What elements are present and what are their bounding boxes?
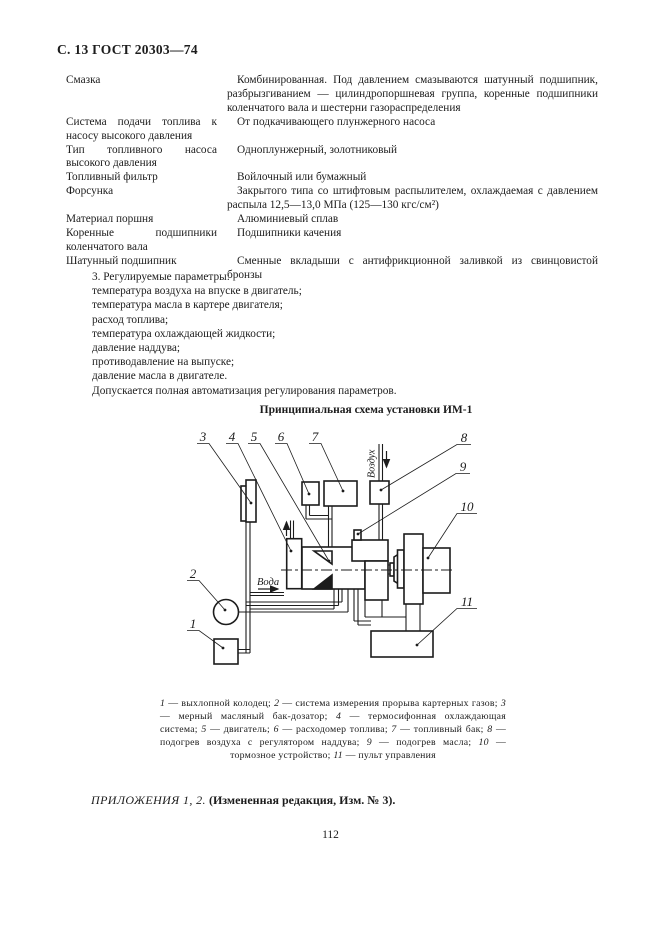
list-item: давление масла в двигателе. xyxy=(92,370,228,383)
air-label: Воздух xyxy=(367,449,378,478)
callout-1: 1 xyxy=(190,616,197,631)
spec-label: Форсунка xyxy=(66,185,114,198)
table-row: Шатунный подшипник Сменные вкладыши с ан… xyxy=(66,255,598,283)
engine-rear xyxy=(364,560,389,601)
spec-label: Система подачи топлива к насосу высокого… xyxy=(66,115,217,142)
caption-text: — топливный бак; xyxy=(396,723,488,735)
caption-text: — тормозное устройство; xyxy=(230,736,507,761)
caption-number: 6 xyxy=(273,723,279,735)
callout-11: 11 xyxy=(461,594,473,609)
callout-3: 3 xyxy=(199,429,207,444)
callout-5: 5 xyxy=(251,429,258,444)
air-heater-block xyxy=(369,480,390,505)
spec-label: Материал поршня xyxy=(66,213,154,226)
spec-value: Сменные вкладыши с антифрикционной залив… xyxy=(227,254,598,281)
list-item: давление наддува; xyxy=(92,342,181,355)
list-item: температура воздуха на впуске в двигател… xyxy=(92,285,302,298)
caption-text: — подогрев масла; xyxy=(371,736,479,748)
caption-number: 10 xyxy=(478,736,489,748)
caption-text: — мерный масляный бак-дозатор; xyxy=(160,710,336,722)
callout-10: 10 xyxy=(461,499,475,514)
spec-value: Алюминиевый сплав xyxy=(237,213,339,226)
table-row: Тип топливного насоса высокого давления … xyxy=(66,144,598,172)
schematic-diagram: 3 4 5 6 7 8 9 10 11 2 1 Воздух Вода xyxy=(187,429,477,665)
caption-text: — подогрев воздуха с регулятором наддува… xyxy=(160,723,506,748)
caption-number: 7 xyxy=(391,723,397,735)
table-row: Система подачи топлива к насосу высокого… xyxy=(66,116,598,144)
flywheel-wedge-lower xyxy=(311,573,333,590)
spec-value: Комбинированная. Под давлением смазывают… xyxy=(227,74,598,114)
caption-number: 11 xyxy=(333,749,343,761)
water-label: Вода xyxy=(257,577,279,588)
table-row: Смазка Комбинированная. Под давлением см… xyxy=(66,74,598,116)
callout-7: 7 xyxy=(312,429,319,444)
caption-number: 5 xyxy=(201,723,207,735)
table-row: Коренные подшипники коленчатого вала Под… xyxy=(66,227,598,255)
pipe-lines xyxy=(238,444,421,654)
caption-text: — пульт управления xyxy=(342,749,436,761)
callout-6: 6 xyxy=(278,429,285,444)
list-item: противодавление на выпуске; xyxy=(92,356,235,369)
page-header: С. 13 ГОСТ 20303—74 xyxy=(57,42,198,57)
callout-2: 2 xyxy=(190,566,197,581)
caption-text: — система измерения прорыва картерных га… xyxy=(279,697,501,709)
appendix-reference: ПРИЛОЖЕНИЯ 1, 2. xyxy=(91,793,206,807)
spec-value: Одноплунжерный, золотниковый xyxy=(237,143,398,156)
fuel-flowmeter-block xyxy=(301,481,320,506)
engine-deck xyxy=(351,539,389,562)
spec-value: Подшипники качения xyxy=(237,226,342,239)
spec-value: От подкачивающего плунжерного насоса xyxy=(237,115,436,128)
spec-label: Смазка xyxy=(66,74,101,86)
spec-value: Войлочный или бумажный xyxy=(237,171,367,184)
list-item: температура масла в картере двигателя; xyxy=(92,299,283,312)
regulated-parameters-list: 3. Регулируемые параметры: температура в… xyxy=(92,270,592,398)
callout-4: 4 xyxy=(229,429,236,444)
brake-device-main xyxy=(403,533,424,605)
coupling-flange xyxy=(396,549,405,589)
caption-number: 2 xyxy=(274,697,280,709)
caption-text: — выхлопной колодец; xyxy=(165,697,275,709)
callout-leaders xyxy=(187,443,477,649)
callout-9: 9 xyxy=(460,459,467,474)
caption-number: 9 xyxy=(366,736,372,748)
spec-label: Шатунный подшипник xyxy=(66,254,177,267)
caption-text: — термосифонная охлаждающая система; xyxy=(160,710,507,735)
caption-text: — расходомер топлива; xyxy=(278,723,392,735)
control-panel-block xyxy=(370,630,434,658)
spec-label: Коренные подшипники коленчатого вала xyxy=(66,226,217,253)
list-item: Допускается полная автоматизация регулир… xyxy=(92,384,397,397)
spec-table: Смазка Комбинированная. Под давлением см… xyxy=(66,74,598,283)
callout-numbers: 3 4 5 6 7 8 9 10 11 2 1 xyxy=(190,429,474,631)
figure-caption: 1 — выхлопной колодец; 2 — система измер… xyxy=(160,697,506,762)
spec-value: Закрытого типа со штифтовым распылителем… xyxy=(227,185,598,212)
caption-number: 3 xyxy=(500,697,506,709)
table-row: Форсунка Закрытого типа со штифтовым рас… xyxy=(66,185,598,213)
caption-number: 1 xyxy=(160,697,166,709)
exhaust-well-block xyxy=(213,638,239,665)
list-item: расход топлива; xyxy=(92,313,169,326)
callout-dots xyxy=(221,488,430,650)
caption-number: 8 xyxy=(487,723,493,735)
callout-8: 8 xyxy=(461,430,468,445)
flow-arrows xyxy=(258,451,391,593)
caption-text: — двигатель; xyxy=(206,723,274,735)
page-number: 112 xyxy=(322,829,339,841)
list-item: 3. Регулируемые параметры: xyxy=(92,271,230,283)
brake-device-right xyxy=(422,547,451,594)
spec-label: Тип топливного насоса высокого давления xyxy=(66,143,217,170)
oil-measuring-tank xyxy=(245,479,257,523)
appendix-note: ПРИЛОЖЕНИЯ 1, 2. (Измененная редакция, И… xyxy=(91,793,395,808)
figure-title: Принципиальная схема установки ИМ-1 xyxy=(259,404,473,416)
caption-number: 4 xyxy=(335,710,342,722)
gas-measuring-device xyxy=(212,598,240,626)
revision-note: (Измененная редакция, Изм. № 3). xyxy=(205,793,396,807)
list-item: температура охлаждающей жидкости; xyxy=(92,327,276,340)
table-row: Топливный фильтр Войлочный или бумажный xyxy=(66,171,598,185)
spec-label: Топливный фильтр xyxy=(66,171,158,184)
table-row: Материал поршня Алюминиевый сплав xyxy=(66,213,598,227)
